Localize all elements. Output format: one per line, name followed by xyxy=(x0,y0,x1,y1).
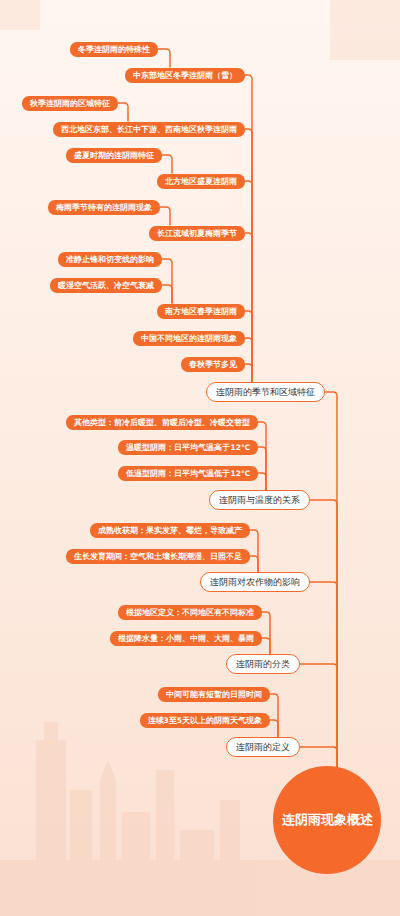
branch-connector xyxy=(310,582,337,767)
branch-connector xyxy=(250,530,258,572)
leaf-pill: 梅雨季节特有的连阴雨现象 xyxy=(48,200,160,215)
branch-connector xyxy=(262,612,270,654)
branch-connector xyxy=(270,720,278,737)
node-label: 低温型阴雨：日平均气温低于12℃ xyxy=(126,469,250,478)
node-label: 连阴雨对农作物的影响 xyxy=(210,577,300,587)
node-label: 中间可能有短暂的日照时间 xyxy=(166,690,262,699)
leaf-pill: 低温型阴雨：日平均气温低于12℃ xyxy=(118,466,258,481)
node-label: 春秋季节多见 xyxy=(189,360,237,369)
branch-connector xyxy=(245,338,252,382)
leaf-pill: 中国不同地区的连阴雨现象 xyxy=(133,331,245,346)
leaf-pill: 北方地区盛夏连阴雨 xyxy=(157,174,245,189)
branch-connector xyxy=(245,181,252,382)
branch-connector xyxy=(325,392,337,767)
node-label: 南方地区春季连阴雨 xyxy=(165,307,237,316)
leaf-pill: 中东部地区冬季连阴雨（雪） xyxy=(125,68,245,83)
branch-connector xyxy=(245,233,252,382)
node-label: 生长发育期间：空气和土壤长期潮湿、日照不足 xyxy=(74,552,242,561)
node-label: 其他类型：前冷后暖型、前暖后冷型、冷暖交替型 xyxy=(74,418,250,427)
leaf-pill: 南方地区春季连阴雨 xyxy=(157,304,245,319)
leaf-pill: 连续3至5天以上的阴雨天气现象 xyxy=(140,713,270,728)
node-label: 连续3至5天以上的阴雨天气现象 xyxy=(148,716,262,725)
leaf-pill: 根据地区定义：不同地区有不同标准 xyxy=(118,605,262,620)
node-label: 成熟收获期：果实发芽、霉烂，导致减产 xyxy=(98,526,242,535)
node-label: 连阴雨的季节和区域特征 xyxy=(216,387,315,397)
leaf-pill: 秋季连阴雨的区域特征 xyxy=(22,96,118,111)
branch-pill: 连阴雨的季节和区域特征 xyxy=(206,382,325,402)
branch-connector xyxy=(270,694,278,737)
node-label: 暖湿空气活跃、冷空气衰减 xyxy=(58,281,154,290)
node-label: 中国不同地区的连阴雨现象 xyxy=(141,334,237,343)
node-label: 中东部地区冬季连阴雨（雪） xyxy=(133,71,237,80)
branch-connector xyxy=(245,129,252,382)
leaf-pill: 冬季连阴雨的特殊性 xyxy=(70,42,158,57)
branch-connector xyxy=(245,311,252,382)
leaf-pill: 温暖型阴雨：日平均气温高于12℃ xyxy=(118,440,258,455)
branch-connector xyxy=(258,422,266,490)
leaf-pill: 成熟收获期：果实发芽、霉烂，导致减产 xyxy=(90,523,250,538)
leaf-pill: 盛夏时期的连阴雨特征 xyxy=(66,148,162,163)
leaf-pill: 根据降水量：小雨、中雨、大雨、暴雨 xyxy=(110,631,262,646)
branch-connector xyxy=(118,103,128,122)
node-label: 连阴雨现象概述 xyxy=(282,811,373,829)
node-label: 盛夏时期的连阴雨特征 xyxy=(74,151,154,160)
node-label: 梅雨季节特有的连阴雨现象 xyxy=(56,203,152,212)
node-label: 连阴雨的分类 xyxy=(236,659,290,669)
root-circle: 连阴雨现象概述 xyxy=(273,766,381,874)
node-label: 连阴雨的定义 xyxy=(236,742,290,752)
leaf-pill: 准静止锋和切变线的影响 xyxy=(58,252,162,267)
node-label: 长江流域初夏梅雨季节 xyxy=(157,229,237,238)
branch-connector xyxy=(258,447,266,490)
branch-connector xyxy=(162,155,172,174)
node-label: 准静止锋和切变线的影响 xyxy=(66,255,154,264)
node-label: 温暖型阴雨：日平均气温高于12℃ xyxy=(126,443,250,452)
leaf-pill: 其他类型：前冷后暖型、前暖后冷型、冷暖交替型 xyxy=(66,415,258,430)
branch-connector xyxy=(310,500,337,767)
branch-pill: 连阴雨的分类 xyxy=(226,654,300,674)
leaf-pill: 西北地区东部、长江中下游、西南地区秋季连阴雨 xyxy=(53,122,245,137)
branch-connector xyxy=(245,364,252,382)
branch-connector xyxy=(250,556,258,572)
branch-connector xyxy=(160,207,170,226)
branch-connector xyxy=(245,75,252,382)
leaf-pill: 暖湿空气活跃、冷空气衰减 xyxy=(50,278,162,293)
node-label: 北方地区盛夏连阴雨 xyxy=(165,177,237,186)
leaf-pill: 中间可能有短暂的日照时间 xyxy=(158,687,270,702)
branch-connector xyxy=(258,473,266,490)
leaf-pill: 春秋季节多见 xyxy=(181,357,245,372)
branch-pill: 连阴雨对农作物的影响 xyxy=(200,572,310,592)
leaf-pill: 生长发育期间：空气和土壤长期潮湿、日照不足 xyxy=(66,549,250,564)
branch-connector xyxy=(162,285,172,304)
branch-pill: 连阴雨的定义 xyxy=(226,737,300,757)
node-label: 冬季连阴雨的特殊性 xyxy=(78,45,150,54)
node-label: 根据地区定义：不同地区有不同标准 xyxy=(126,608,254,617)
branch-connector xyxy=(262,638,270,654)
node-label: 秋季连阴雨的区域特征 xyxy=(30,99,110,108)
node-label: 西北地区东部、长江中下游、西南地区秋季连阴雨 xyxy=(61,125,237,134)
branch-pill: 连阴雨与温度的关系 xyxy=(209,490,310,510)
leaf-pill: 长江流域初夏梅雨季节 xyxy=(149,226,245,241)
branch-connector xyxy=(158,49,170,68)
node-label: 连阴雨与温度的关系 xyxy=(219,495,300,505)
branch-connector xyxy=(162,259,172,304)
branch-connector xyxy=(300,747,337,767)
node-label: 根据降水量：小雨、中雨、大雨、暴雨 xyxy=(118,634,254,643)
branch-connector xyxy=(300,664,337,767)
